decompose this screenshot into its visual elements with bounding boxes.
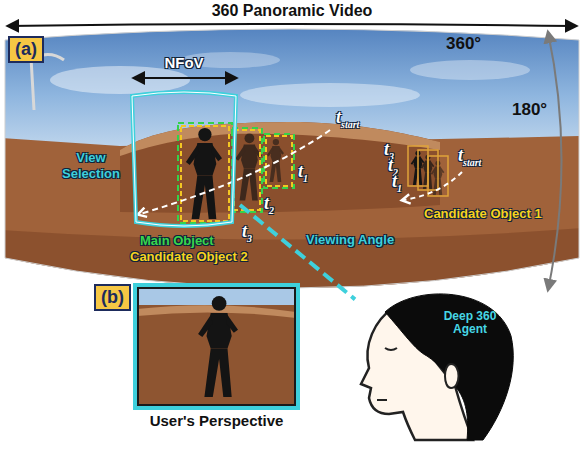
view-outline bbox=[132, 92, 236, 226]
panel-tag: (b) bbox=[94, 284, 131, 311]
object-label: Main Object bbox=[140, 233, 214, 249]
person-figure bbox=[186, 128, 222, 219]
person-figure bbox=[198, 296, 238, 397]
axis-label: 180° bbox=[512, 100, 547, 120]
panorama-scene bbox=[0, 0, 584, 330]
height-arrow bbox=[548, 32, 562, 290]
perspective-frame: User's Perspective bbox=[133, 283, 300, 410]
main-object-box bbox=[178, 123, 232, 223]
view-window: NFoV bbox=[128, 88, 240, 230]
person-figure bbox=[235, 133, 262, 200]
diagram-title: 360 Panoramic Video bbox=[0, 2, 584, 20]
candidate-box bbox=[181, 126, 229, 221]
time-label: t2 bbox=[264, 194, 274, 216]
time-label: t1 bbox=[392, 172, 402, 194]
nfov-arrow bbox=[134, 77, 236, 79]
person-figure bbox=[267, 139, 284, 182]
agent-head: Deep 360 Agent bbox=[355, 290, 515, 440]
trajectory bbox=[404, 172, 462, 200]
perspective-photo bbox=[137, 287, 296, 406]
view-label: View Selection bbox=[58, 150, 124, 181]
object-label: Candidate Object 2 bbox=[130, 249, 248, 265]
dirt-wall bbox=[120, 122, 440, 213]
main-object-box bbox=[264, 134, 294, 188]
width-arrow bbox=[8, 24, 576, 26]
bounding-boxes bbox=[178, 123, 448, 223]
panel-letter: (b) bbox=[101, 287, 124, 308]
mouth bbox=[377, 399, 387, 401]
cloud bbox=[410, 60, 530, 80]
ear bbox=[445, 364, 459, 388]
time-label: tstart bbox=[336, 108, 359, 130]
panel-tag: (a) bbox=[8, 36, 44, 63]
view-window-outline bbox=[128, 88, 240, 230]
hair bbox=[385, 294, 513, 440]
candidate-box bbox=[234, 130, 260, 210]
axis-label: 360° bbox=[446, 34, 481, 54]
view-outline bbox=[132, 92, 236, 226]
eye bbox=[385, 348, 397, 350]
time-label: t3 bbox=[242, 222, 252, 244]
node-text: NFoV bbox=[128, 54, 240, 71]
time-label: t1 bbox=[298, 162, 308, 184]
panorama-border bbox=[5, 29, 579, 288]
node-text: Deep 360 Agent bbox=[443, 310, 497, 336]
candidate-box bbox=[266, 136, 292, 186]
time-label: tstart bbox=[458, 146, 481, 168]
edge-label: Viewing Angle bbox=[306, 232, 394, 248]
cloud bbox=[240, 83, 420, 107]
node-text: User's Perspective bbox=[107, 412, 326, 429]
panel-letter: (a) bbox=[15, 39, 37, 60]
object-label: Candidate Object 1 bbox=[424, 206, 542, 222]
